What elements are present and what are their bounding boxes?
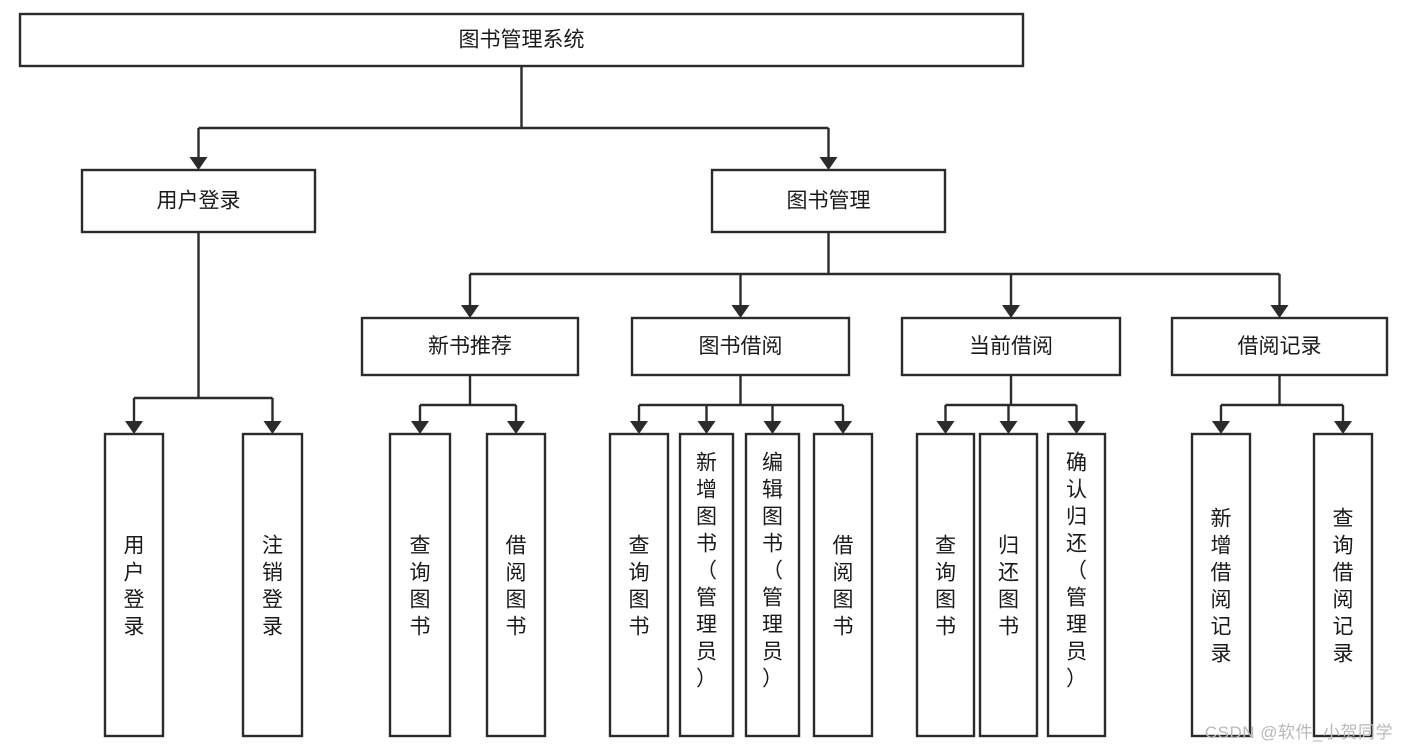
node-l_cb_confirm[interactable]: 确认归还（管理员） bbox=[1046, 432, 1107, 738]
node-l_user_login[interactable]: 用户登录 bbox=[103, 432, 165, 738]
arrow-head-icon bbox=[630, 421, 648, 434]
node-box-n_borrow[interactable] bbox=[630, 316, 851, 377]
node-box-l_logout[interactable] bbox=[241, 432, 304, 738]
node-l_cb_return[interactable]: 归还图书 bbox=[978, 432, 1039, 738]
node-label-l_bb_add: 新增图书（管理员） bbox=[696, 452, 717, 691]
node-label-l_bb_borrow: 借阅图书 bbox=[833, 535, 854, 639]
node-label-n_user_login: 用户登录 bbox=[157, 190, 241, 213]
node-box-l_bb_query[interactable] bbox=[608, 432, 670, 738]
node-box-l_bb_edit[interactable] bbox=[744, 432, 801, 738]
node-box-l_rec_query[interactable] bbox=[1312, 432, 1374, 738]
node-label-n_new_book: 新书推荐 bbox=[428, 335, 512, 358]
node-box-l_cb_query[interactable] bbox=[915, 432, 976, 738]
node-label-l_nb_query: 查询图书 bbox=[410, 535, 431, 639]
node-box-l_bb_borrow[interactable] bbox=[812, 432, 874, 738]
node-l_bb_edit[interactable]: 编辑图书（管理员） bbox=[744, 432, 801, 738]
watermark-text: CSDN @软件_小贺同学 bbox=[1204, 723, 1393, 742]
arrow-head-icon bbox=[834, 421, 852, 434]
edges-layer bbox=[125, 66, 1352, 434]
node-label-n_current: 当前借阅 bbox=[969, 335, 1053, 358]
arrow-head-icon bbox=[763, 421, 782, 434]
arrow-head-icon bbox=[1270, 305, 1289, 318]
node-box-l_nb_borrow[interactable] bbox=[485, 432, 547, 738]
arrow-head-icon bbox=[461, 305, 479, 318]
node-label-n_book_mgmt: 图书管理 bbox=[787, 190, 871, 213]
edge-group-n_borrow bbox=[630, 375, 852, 434]
node-label-l_user_login: 用户登录 bbox=[124, 535, 145, 639]
arrow-head-icon bbox=[411, 421, 429, 434]
arrow-head-icon bbox=[697, 421, 716, 434]
arrow-head-icon bbox=[125, 421, 143, 434]
edge-group-n_record bbox=[1212, 375, 1352, 434]
node-box-l_bb_add[interactable] bbox=[678, 432, 735, 738]
node-box-n_new_book[interactable] bbox=[360, 316, 580, 377]
node-box-l_rec_add[interactable] bbox=[1190, 432, 1252, 738]
node-l_rec_add[interactable]: 新增借阅记录 bbox=[1190, 432, 1252, 738]
arrow-head-icon bbox=[1002, 305, 1020, 318]
edge-group-n_book_mgmt bbox=[461, 232, 1289, 318]
arrow-head-icon bbox=[999, 421, 1018, 434]
node-box-l_cb_confirm[interactable] bbox=[1046, 432, 1107, 738]
node-label-n_borrow: 图书借阅 bbox=[699, 335, 783, 358]
arrow-head-icon bbox=[731, 305, 750, 318]
node-n_user_login[interactable]: 用户登录 bbox=[80, 168, 317, 234]
node-box-n_record[interactable] bbox=[1170, 316, 1389, 377]
node-label-l_cb_confirm: 确认归还（管理员） bbox=[1066, 452, 1087, 691]
node-label-l_bb_query: 查询图书 bbox=[629, 535, 650, 639]
node-l_rec_query[interactable]: 查询借阅记录 bbox=[1312, 432, 1374, 738]
nodes-layer: 图书管理系统用户登录图书管理新书推荐图书借阅当前借阅借阅记录用户登录注销登录查询… bbox=[18, 12, 1389, 738]
arrow-head-icon bbox=[819, 157, 838, 170]
node-label-l_nb_borrow: 借阅图书 bbox=[506, 535, 527, 639]
node-label-root: 图书管理系统 bbox=[459, 29, 585, 52]
node-label-l_rec_add: 新增借阅记录 bbox=[1211, 508, 1232, 666]
node-n_borrow[interactable]: 图书借阅 bbox=[630, 316, 851, 377]
arrow-head-icon bbox=[507, 421, 525, 434]
arrow-head-icon bbox=[263, 421, 282, 434]
node-box-l_nb_query[interactable] bbox=[388, 432, 452, 738]
arrow-head-icon bbox=[936, 421, 955, 434]
node-l_cb_query[interactable]: 查询图书 bbox=[915, 432, 976, 738]
node-n_new_book[interactable]: 新书推荐 bbox=[360, 316, 580, 377]
node-label-l_bb_edit: 编辑图书（管理员） bbox=[762, 452, 783, 691]
node-box-l_user_login[interactable] bbox=[103, 432, 165, 738]
node-n_record[interactable]: 借阅记录 bbox=[1170, 316, 1389, 377]
edge-group-root bbox=[189, 66, 838, 170]
node-l_bb_borrow[interactable]: 借阅图书 bbox=[812, 432, 874, 738]
node-label-l_cb_query: 查询图书 bbox=[935, 535, 956, 639]
node-box-n_current[interactable] bbox=[900, 316, 1122, 377]
node-label-l_cb_return: 归还图书 bbox=[998, 535, 1019, 639]
node-label-l_rec_query: 查询借阅记录 bbox=[1333, 508, 1354, 666]
arrow-head-icon bbox=[1067, 421, 1086, 434]
node-l_nb_borrow[interactable]: 借阅图书 bbox=[485, 432, 547, 738]
node-box-n_book_mgmt[interactable] bbox=[710, 168, 947, 234]
node-box-l_cb_return[interactable] bbox=[978, 432, 1039, 738]
edge-group-n_new_book bbox=[411, 375, 525, 434]
arrow-head-icon bbox=[189, 157, 208, 170]
node-root[interactable]: 图书管理系统 bbox=[18, 12, 1025, 68]
node-label-n_record: 借阅记录 bbox=[1238, 335, 1322, 358]
node-box-n_user_login[interactable] bbox=[80, 168, 317, 234]
node-l_bb_add[interactable]: 新增图书（管理员） bbox=[678, 432, 735, 738]
arrow-head-icon bbox=[1212, 421, 1230, 434]
node-l_bb_query[interactable]: 查询图书 bbox=[608, 432, 670, 738]
node-n_current[interactable]: 当前借阅 bbox=[900, 316, 1122, 377]
arrow-head-icon bbox=[1334, 421, 1352, 434]
node-label-l_logout: 注销登录 bbox=[262, 535, 283, 639]
node-n_book_mgmt[interactable]: 图书管理 bbox=[710, 168, 947, 234]
node-l_logout[interactable]: 注销登录 bbox=[241, 432, 304, 738]
edge-group-n_current bbox=[936, 375, 1086, 434]
node-l_nb_query[interactable]: 查询图书 bbox=[388, 432, 452, 738]
edge-group-n_user_login bbox=[125, 232, 282, 434]
node-box-root[interactable] bbox=[18, 12, 1025, 68]
